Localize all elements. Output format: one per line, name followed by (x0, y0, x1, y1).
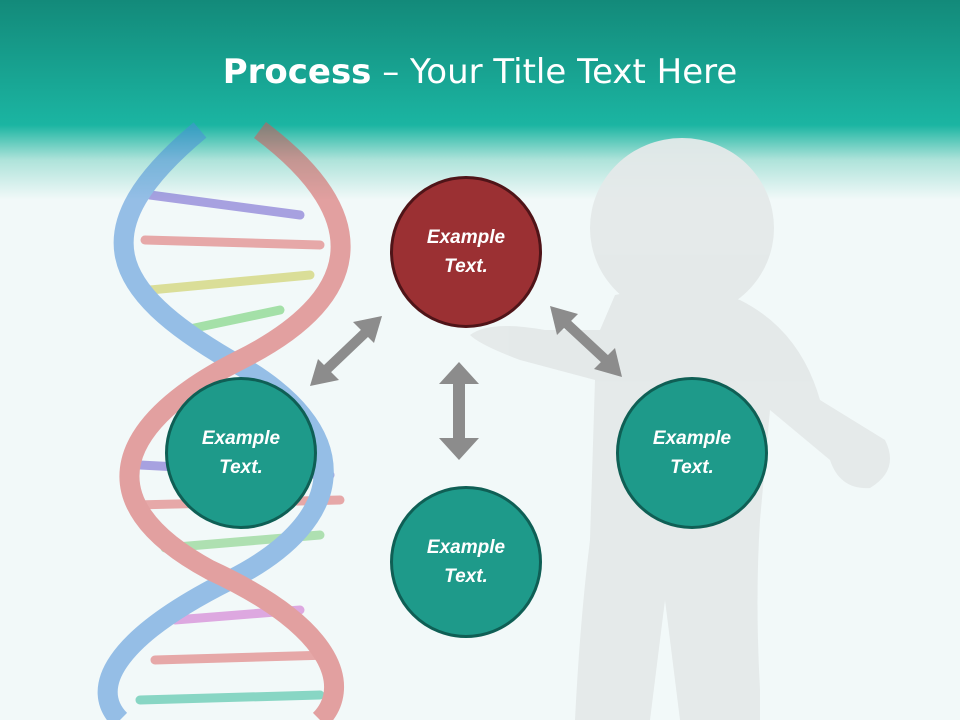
node-text: Example Text. (426, 537, 506, 587)
process-node-right[interactable]: Example Text. (616, 377, 768, 529)
process-node-bottom[interactable]: Example Text. (390, 486, 542, 638)
node-text: Example Text. (201, 428, 281, 478)
process-node-top[interactable]: Example Text. (390, 176, 542, 328)
dna-helix-icon (97, 122, 351, 720)
node-text: Example Text. (426, 227, 506, 277)
title-rest: – Your Title Text Here (371, 52, 738, 92)
title-bold: Process (222, 52, 372, 92)
slide-title: Process – Your Title Text Here (0, 52, 960, 92)
node-text: Example Text. (652, 428, 732, 478)
process-node-left[interactable]: Example Text. (165, 377, 317, 529)
